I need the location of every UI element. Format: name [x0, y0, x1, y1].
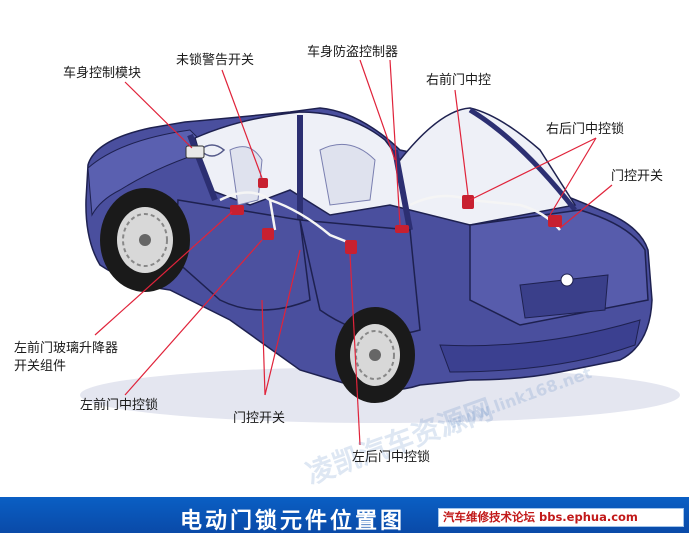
label-antitheft-controller: 车身防盗控制器 [307, 45, 399, 60]
trunk-lock [560, 273, 574, 287]
label-door-switch-center: 门控开关 [233, 411, 286, 426]
c-pillar [392, 149, 413, 231]
leader-lines [94, 59, 613, 446]
component-lf-window [230, 205, 244, 215]
label-left-rear-lock: 左后门中控锁 [352, 450, 431, 465]
rear-bumper [439, 319, 641, 373]
component-lf-lock [262, 228, 274, 240]
cabin-glass [194, 107, 577, 226]
front-wheel [100, 188, 190, 292]
component-rr-lock [548, 215, 562, 227]
component-warning-switch [258, 178, 268, 188]
component-antitheft [395, 225, 409, 233]
label-door-switch-right: 门控开关 [611, 169, 664, 184]
label-right-front-central: 右前门中控 [426, 73, 492, 88]
diagram-title: 电动门锁元件位置图 [180, 509, 406, 534]
rear-lamp [519, 274, 609, 319]
label-unlock-warning-switch: 未锁警告开关 [176, 53, 255, 68]
label-body-control-module: 车身控制模块 [63, 66, 142, 81]
label-left-front-window-switch: 左前门玻璃升降器开关组件 [14, 341, 119, 374]
component-body-control [185, 145, 205, 159]
steering-wheel [198, 144, 226, 157]
components [185, 145, 562, 254]
label-right-rear-lock: 右后门中控锁 [546, 122, 625, 137]
rear-wheel [335, 307, 415, 403]
forum-tag[interactable]: 汽车维修技术论坛 bbs.ephua.com [438, 508, 684, 527]
component-rf-central [462, 195, 474, 209]
label-left-front-lock: 左前门中控锁 [80, 398, 159, 413]
hood [87, 129, 211, 217]
interior-seat-rear [319, 143, 376, 206]
component-lr-lock [345, 240, 357, 254]
